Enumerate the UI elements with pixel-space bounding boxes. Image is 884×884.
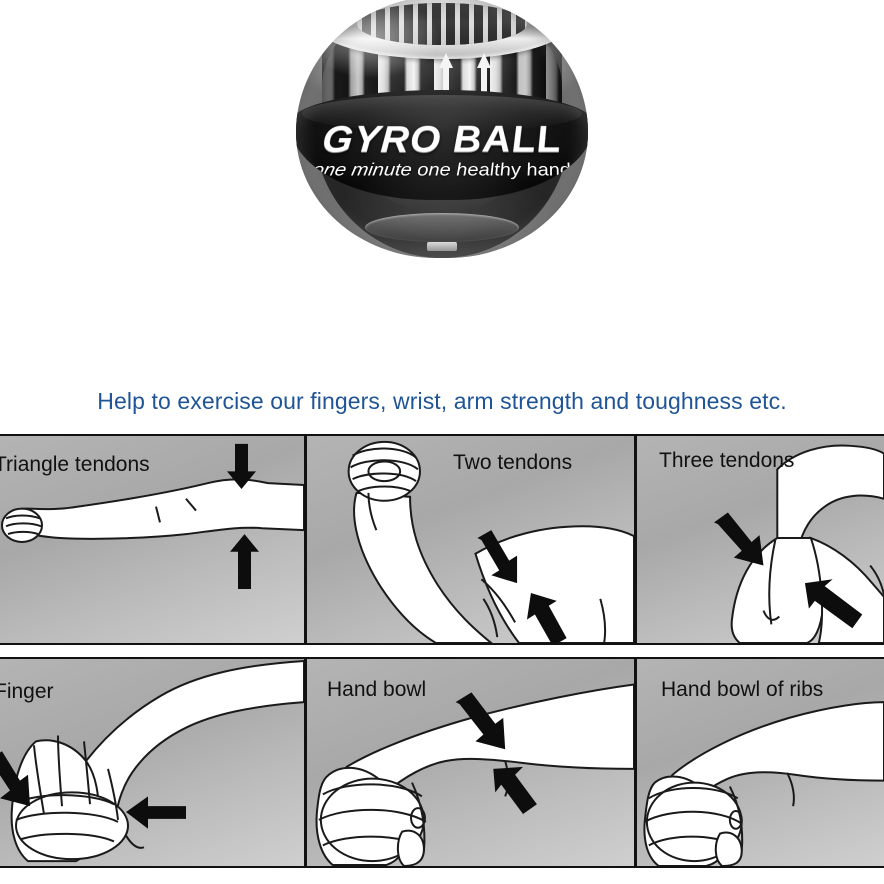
arrow-left-icon: [126, 796, 186, 829]
exercise-cell-three-tendons: Three tendons: [634, 434, 884, 645]
exercise-label: Two tendons: [453, 451, 573, 474]
exercise-label: Three tendons: [659, 449, 795, 472]
lower-dome-nub: [426, 242, 458, 252]
exercise-cell-hand-bowl: Hand bowl: [304, 657, 634, 868]
exercise-label: Triangle tendons: [0, 453, 150, 476]
arrow-up-left-icon: [493, 766, 537, 815]
arm-illustration: [307, 436, 634, 643]
exercise-label: Hand bowl of ribs: [661, 678, 824, 701]
gyro-ball-top-aperture: [356, 3, 528, 46]
gyro-ball-sphere: GYRO BALL one minute one healthy hand: [296, 0, 588, 258]
exercise-diagram-grid: Triangle tendons: [0, 434, 884, 884]
brand-name: GYRO BALL: [319, 119, 565, 161]
gyro-ball-product-photo: GYRO BALL one minute one healthy hand: [296, 0, 588, 264]
arrow-down-right-icon: [477, 530, 518, 584]
arrow-up-right-icon: [526, 592, 567, 643]
arrow-up-left-icon: [804, 579, 863, 629]
hand-illustration: [637, 659, 884, 866]
exercise-cell-triangle-tendons: Triangle tendons: [0, 434, 304, 645]
arrow-down-left-icon: [0, 751, 30, 807]
arrow-down-right-icon: [714, 512, 764, 566]
arrow-down-icon: [227, 443, 256, 489]
product-hero: GYRO BALL one minute one healthy hand: [0, 0, 884, 380]
arm-illustration: [637, 436, 884, 643]
lower-dome-ring: [364, 213, 520, 243]
exercise-row-1: Triangle tendons: [0, 434, 884, 645]
exercise-cell-finger: Finger: [0, 657, 304, 868]
benefit-caption: Help to exercise our fingers, wrist, arm…: [97, 388, 787, 414]
exercise-cell-hand-bowl-of-ribs: Hand bowl of ribs: [634, 657, 884, 868]
brand-tagline: one minute one healthy hand: [310, 160, 574, 181]
exercise-row-2: Finger: [0, 657, 884, 868]
exercise-label: Hand bowl: [327, 678, 427, 701]
arrow-down-right-icon: [455, 692, 506, 750]
arrow-up-icon: [230, 534, 259, 590]
exercise-cell-two-tendons: Two tendons: [304, 434, 634, 645]
exercise-label: Finger: [0, 680, 54, 703]
arm-illustration: [0, 436, 304, 643]
